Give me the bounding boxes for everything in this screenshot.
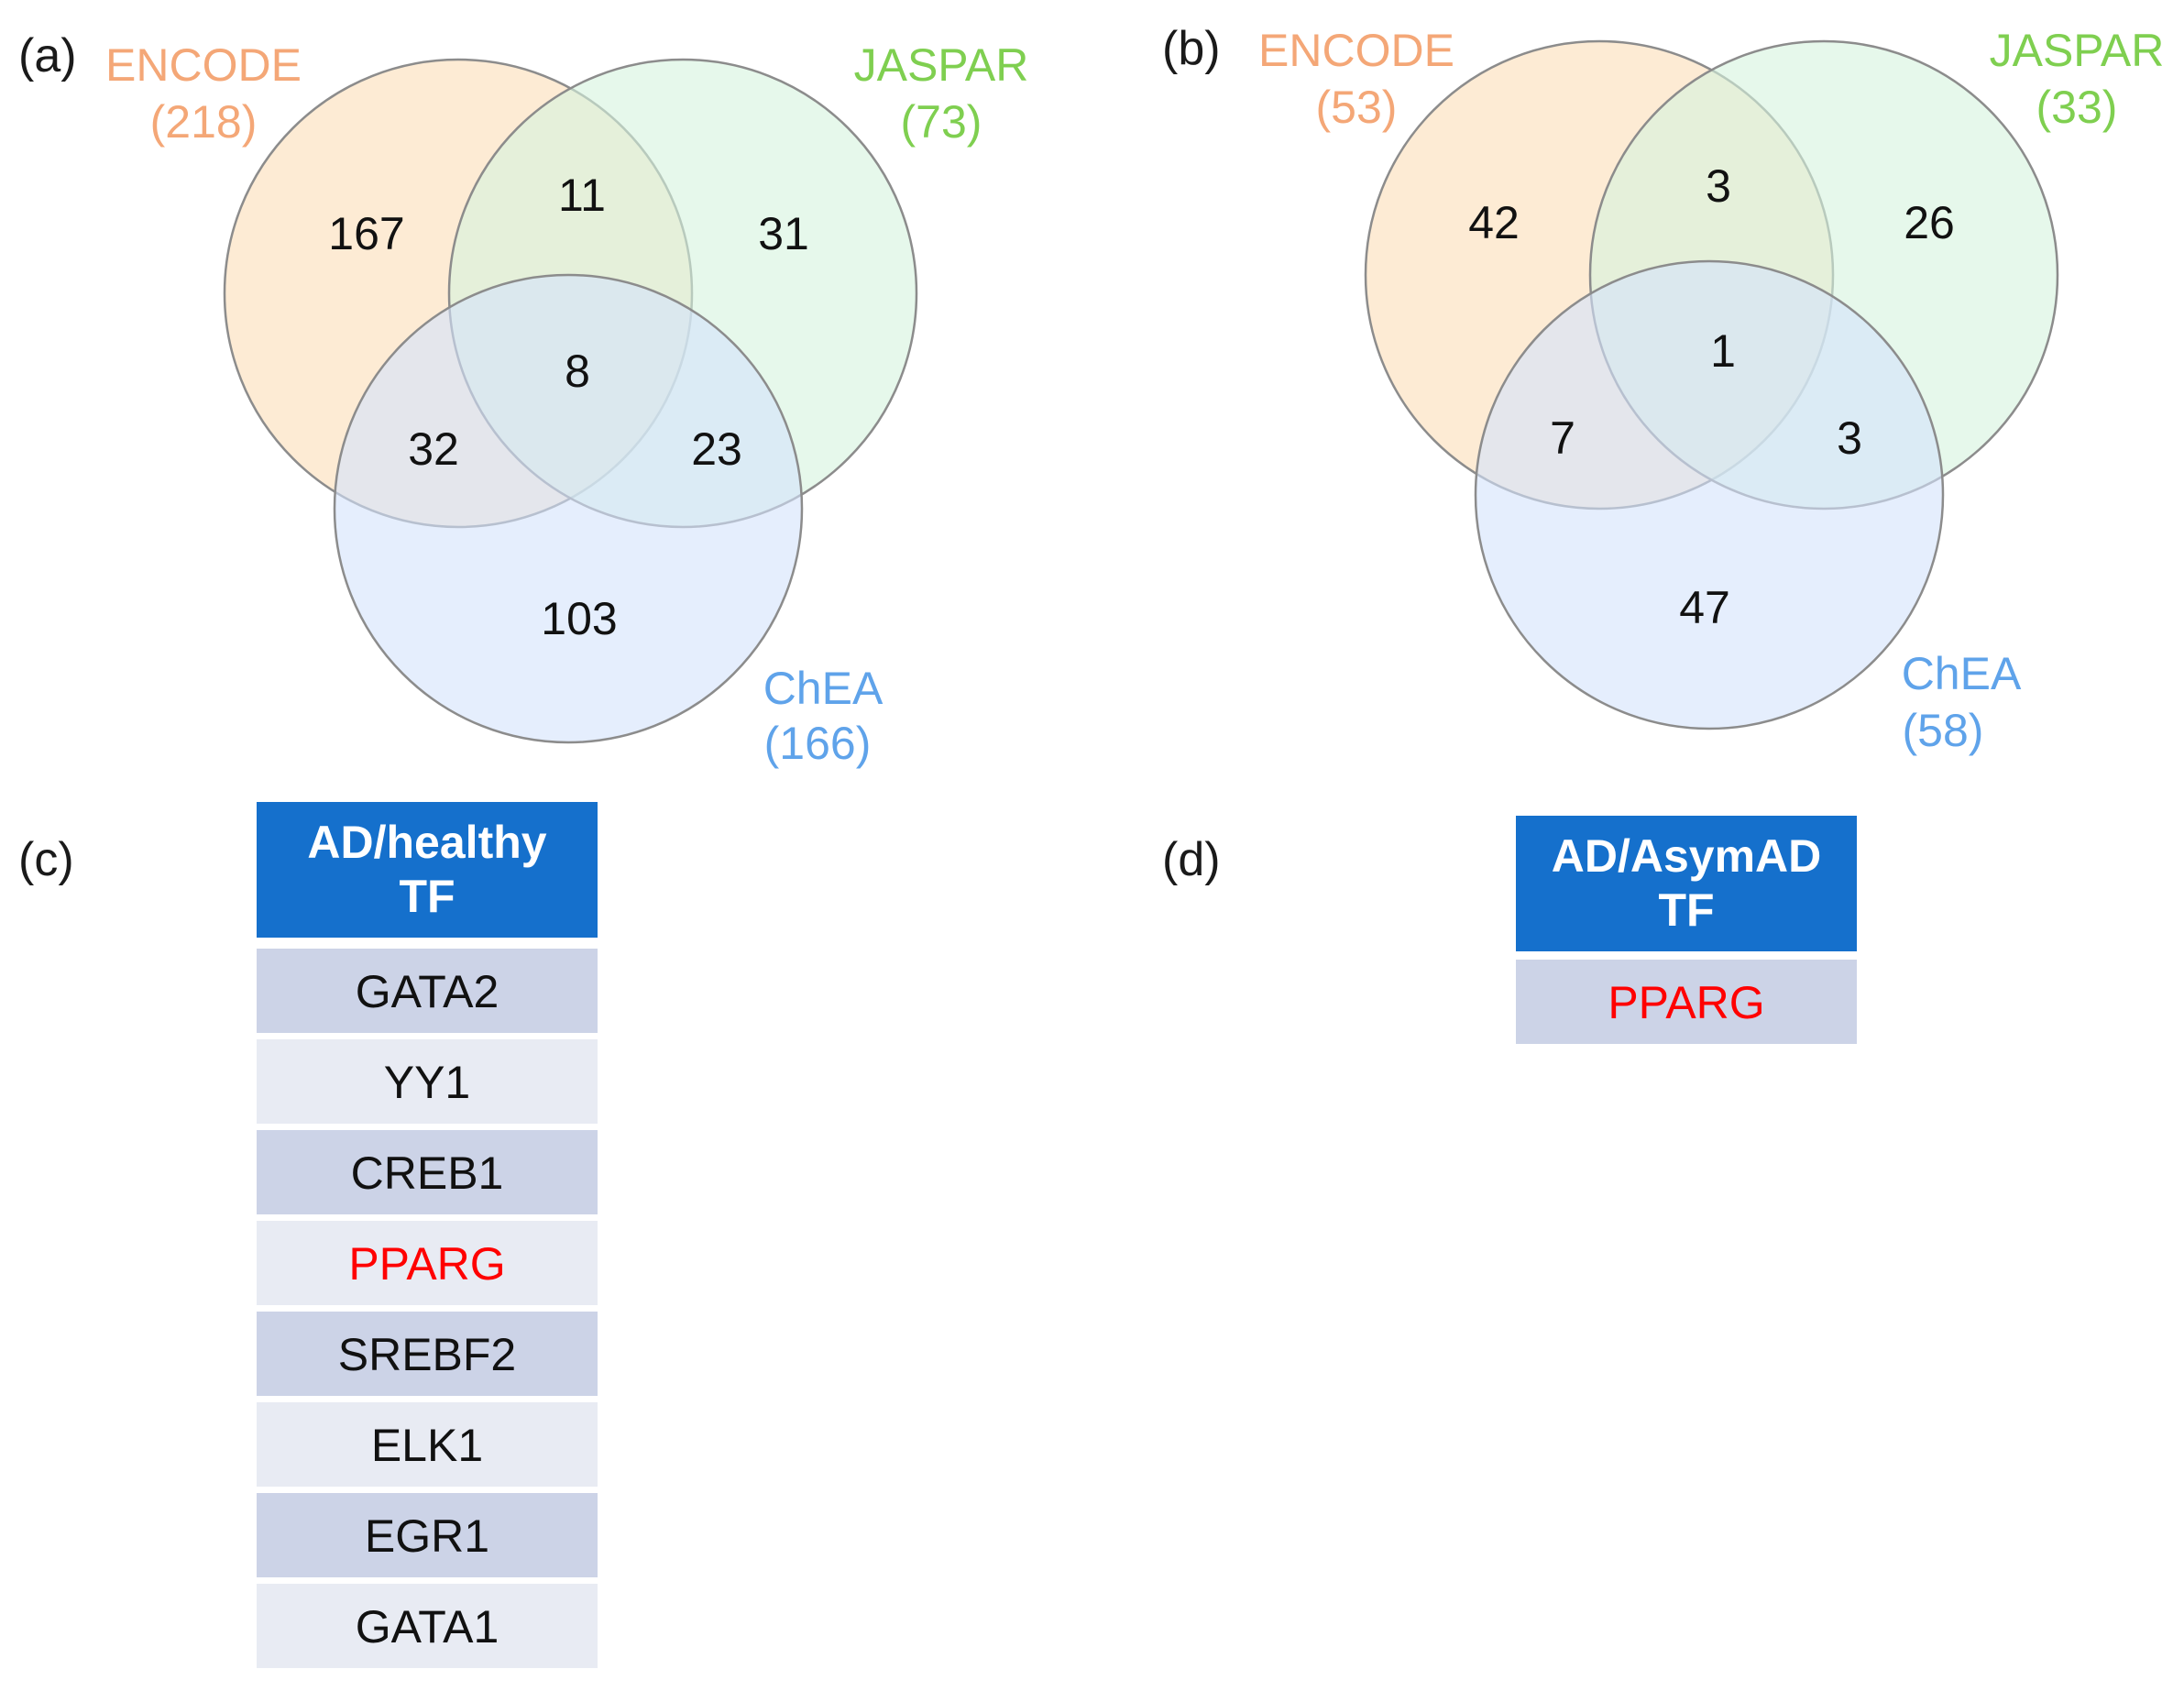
venn-a-encode-total: (218) (150, 96, 258, 148)
panel-b-label: (b) (1162, 22, 1221, 75)
table-d-header-line1: AD/AsymAD (1552, 830, 1822, 882)
venn-b-encode-only-count: 42 (1468, 197, 1520, 248)
venn-a-all-three-count: 8 (565, 346, 590, 397)
venn-a-chea-only-count: 103 (541, 593, 617, 644)
venn-a-encode-jaspar-count: 11 (558, 170, 606, 221)
venn-a-encode-name: ENCODE (105, 39, 302, 91)
venn-a-chea-total: (166) (764, 718, 872, 769)
venn-b-encode-total: (53) (1316, 82, 1398, 133)
table-c-row (257, 1130, 598, 1214)
table-d-cell-text: PPARG (1608, 977, 1764, 1028)
table-c-cell-text: ELK1 (371, 1420, 483, 1471)
table-d-row (1516, 960, 1857, 1044)
panel-d-label: (d) (1162, 833, 1221, 886)
table-d-header (1516, 816, 1857, 951)
table-c-cell-text: YY1 (384, 1057, 471, 1108)
venn-a-encode-only-count: 167 (328, 208, 404, 259)
panel-a-label: (a) (18, 29, 77, 82)
venn-a-chea-name: ChEA (763, 663, 883, 714)
venn-b-chea-name: ChEA (1902, 648, 2022, 699)
table-c-row (257, 1493, 598, 1577)
table-c-cell-text: SREBF2 (338, 1329, 517, 1380)
venn-a-encode-chea-count: 32 (408, 423, 459, 475)
panel-d: (d) AD/AsymAD TF PPARG (1162, 816, 1857, 1044)
table-c-header-line2: TF (399, 871, 455, 922)
table-c-row (257, 1221, 598, 1305)
venn-a-chea-circle (333, 273, 804, 744)
table-c-header (257, 802, 598, 938)
table-c-row (257, 1584, 598, 1668)
table-d: AD/AsymAD TF PPARG (1516, 816, 1857, 1044)
venn-b-encode-chea-count: 7 (1550, 412, 1575, 464)
table-c-header-line1: AD/healthy (307, 817, 546, 868)
table-c-row (257, 1312, 598, 1396)
table-c-row (257, 1039, 598, 1124)
panel-c-label: (c) (18, 833, 74, 886)
venn-b-all-three-count: 1 (1710, 325, 1736, 377)
venn-a-jaspar-only-count: 31 (758, 208, 809, 259)
table-c-cell-text: EGR1 (365, 1510, 489, 1562)
venn-b-jaspar-only-count: 26 (1904, 197, 1955, 248)
venn-b-encode-name: ENCODE (1258, 25, 1454, 76)
venn-b-chea-circle (1474, 259, 1945, 730)
venn-a-jaspar-chea-count: 23 (691, 423, 742, 475)
venn-b-jaspar-total: (33) (2036, 82, 2118, 133)
venn-a (223, 58, 918, 744)
venn-b-jaspar-chea-count: 3 (1837, 412, 1862, 464)
table-c-cell-text: CREB1 (351, 1147, 504, 1199)
table-c-cell-text: PPARG (348, 1238, 505, 1290)
venn-b (1364, 39, 2059, 730)
venn-a-jaspar-name: JASPAR (854, 39, 1029, 91)
table-c-row (257, 1402, 598, 1487)
table-c-cell-text: GATA2 (356, 966, 499, 1017)
table-c-cell-text: GATA1 (356, 1601, 499, 1653)
table-d-rows: PPARG (1516, 960, 1857, 1044)
venn-b-chea-total: (58) (1903, 705, 1984, 756)
panel-b: (b) ENCODE (53) JASPAR (33) ChEA (58) 42… (1162, 22, 2164, 756)
table-d-header-line2: TF (1658, 884, 1714, 936)
venn-b-jaspar-name: JASPAR (1990, 25, 2165, 76)
table-c-row (257, 949, 598, 1033)
venn-b-chea-only-count: 47 (1679, 582, 1730, 633)
panel-a: (a) ENCODE (218) JASPAR (73) ChEA (166) … (18, 29, 1028, 769)
venn-b-encode-jaspar-count: 3 (1706, 160, 1731, 212)
venn-a-jaspar-total: (73) (901, 96, 982, 148)
